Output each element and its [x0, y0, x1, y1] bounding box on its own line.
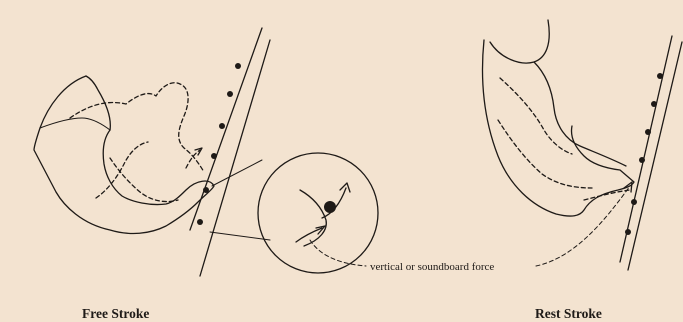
free-stroke-arrow-dashed: [186, 150, 200, 168]
force-pointer-dashed: [310, 240, 366, 266]
force-annotation-label: vertical or soundboard force: [370, 261, 494, 273]
string-dot: [235, 63, 241, 69]
force-pointer-dashed-right: [536, 186, 630, 266]
free-stroke-soundboard-line-1: [190, 28, 262, 230]
free-stroke-figure: Free Stroke: [34, 28, 378, 321]
string-dot: [625, 229, 631, 235]
rest-stroke-finger-dashed-2: [498, 120, 592, 188]
rest-stroke-hand-outer: [483, 40, 634, 216]
rest-stroke-figure: Rest Stroke: [483, 20, 682, 321]
free-stroke-thumb-arc: [86, 76, 110, 130]
zoom-finger-stroke-inner: [296, 228, 322, 242]
free-stroke-string-dots: [197, 63, 241, 225]
rest-stroke-soundboard-line-1: [620, 36, 672, 262]
zoom-connector-top: [212, 160, 262, 186]
string-dot: [219, 123, 225, 129]
free-stroke-soundboard-line-2: [200, 40, 270, 276]
string-dot: [227, 91, 233, 97]
free-stroke-knuckle-curl: [40, 118, 110, 130]
zoom-string-dot: [324, 201, 336, 213]
free-stroke-caption: Free Stroke: [82, 306, 149, 321]
string-dot: [211, 153, 217, 159]
string-dot: [203, 187, 209, 193]
string-dot: [651, 101, 657, 107]
rest-stroke-forearm: [490, 20, 549, 63]
string-dot: [657, 73, 663, 79]
zoom-detail-circle: [258, 153, 378, 273]
string-dot: [197, 219, 203, 225]
free-stroke-hand-dashed: [70, 83, 204, 172]
string-dot: [645, 129, 651, 135]
rest-stroke-caption: Rest Stroke: [535, 306, 602, 321]
string-dot: [631, 199, 637, 205]
string-dot: [639, 157, 645, 163]
rest-stroke-hand-inner: [534, 62, 626, 166]
free-stroke-hand-solid: [34, 76, 214, 233]
rest-stroke-finger-dashed: [500, 78, 572, 154]
rest-stroke-soundboard-line-2: [628, 42, 682, 270]
